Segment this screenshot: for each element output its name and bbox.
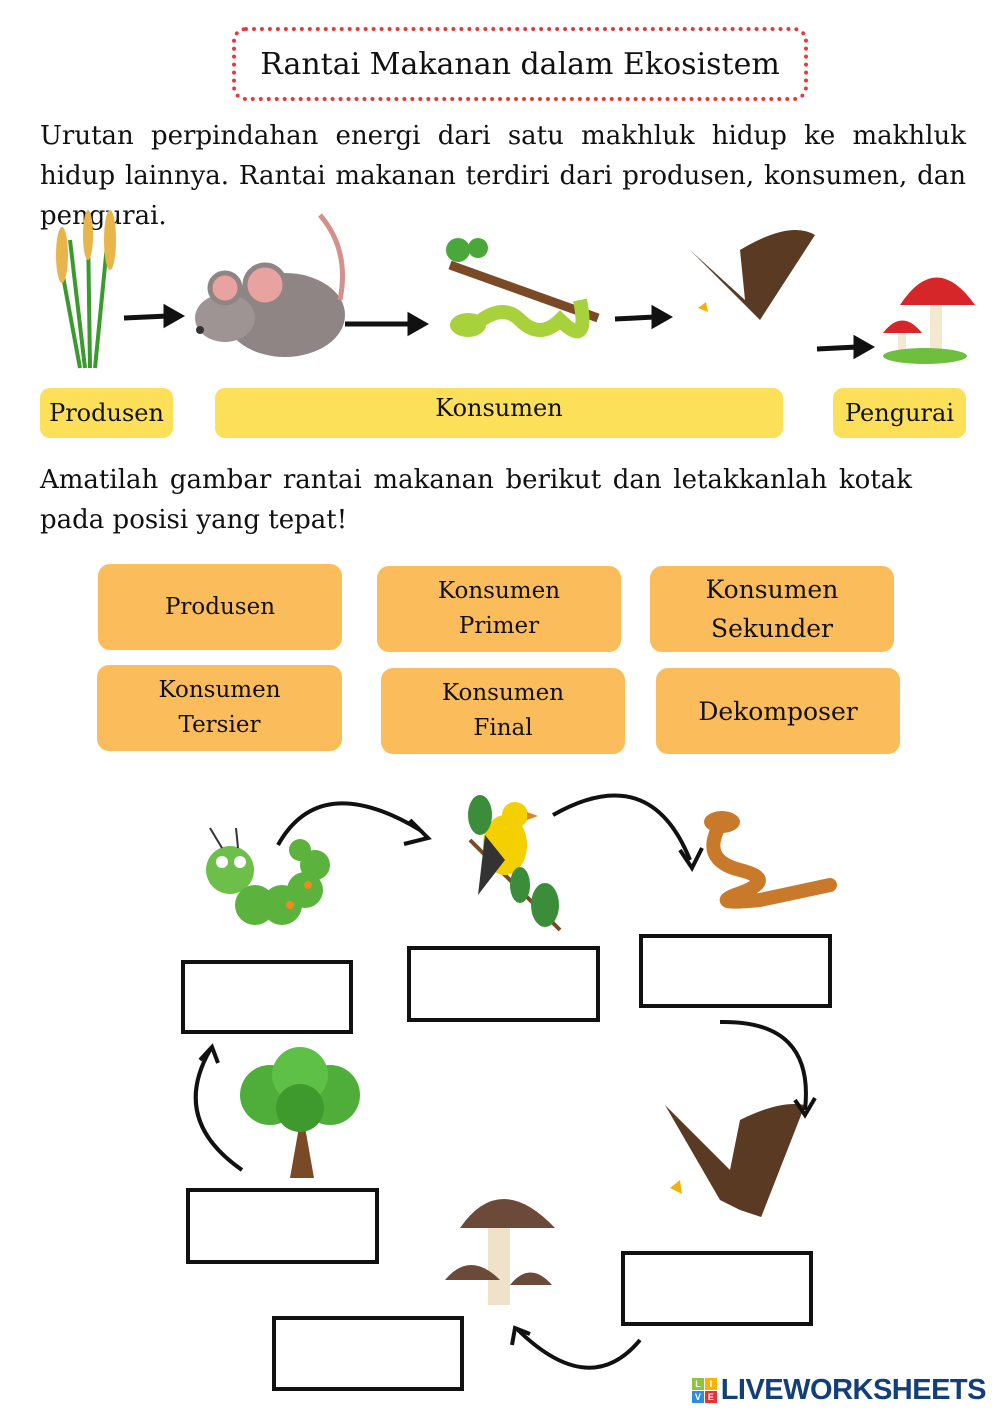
- example-chain-illustrations: [56, 210, 975, 369]
- card-dekomposer[interactable]: Dekomposer: [656, 668, 900, 754]
- card-label: Tersier: [178, 712, 261, 738]
- card-label: Final: [473, 715, 533, 741]
- intro-paragraph: Urutan perpindahan energi dari satu makh…: [40, 121, 966, 231]
- snake-icon: [704, 811, 837, 909]
- card-produsen[interactable]: Produsen: [98, 564, 342, 650]
- eagle-icon: [665, 1104, 805, 1230]
- card-label: Konsumen: [705, 575, 839, 604]
- yellow-bird-icon: [468, 795, 562, 932]
- label-produsen: Produsen: [40, 388, 173, 438]
- eagle-icon: [690, 230, 815, 345]
- logo-letter: L: [691, 1378, 704, 1390]
- card-label: Konsumen: [441, 680, 565, 706]
- curved-arrow-icon: [193, 793, 817, 1370]
- label-pengurai: Pengurai: [833, 388, 966, 438]
- drop-box-mushroom[interactable]: [272, 1316, 464, 1391]
- mouse-icon: [195, 213, 345, 357]
- logo-letter: I: [704, 1378, 717, 1390]
- logo-letter: E: [704, 1391, 717, 1403]
- logo-text: LIVEWORKSHEETS: [720, 1374, 987, 1406]
- drop-box-eagle[interactable]: [621, 1251, 813, 1326]
- liveworksheets-logo: L I V E LIVEWORKSHEETS: [691, 1374, 987, 1407]
- drop-box-caterpillar[interactable]: [181, 960, 353, 1034]
- snake-on-branch-icon: [446, 238, 600, 339]
- card-label: Konsumen: [158, 677, 281, 703]
- page-title: Rantai Makanan dalam Ekosistem: [232, 27, 808, 101]
- instruction-text: Amatilah gambar rantai makanan berikut d…: [40, 465, 912, 535]
- tree-icon: [240, 1047, 360, 1178]
- card-label: Sekunder: [710, 614, 833, 643]
- label-konsumen: Konsumen: [215, 388, 783, 438]
- mushroom-icon: [883, 277, 975, 364]
- card-label: Produsen: [164, 593, 276, 620]
- logo-letter: V: [691, 1391, 704, 1403]
- drop-box-tree[interactable]: [186, 1188, 379, 1264]
- rice-plant-icon: [56, 210, 116, 369]
- mushroom-icon: [445, 1199, 555, 1305]
- arrow-icon: [123, 303, 876, 360]
- card-label: Primer: [458, 613, 540, 639]
- caterpillar-icon: [206, 827, 330, 925]
- drop-box-snake[interactable]: [639, 934, 832, 1008]
- card-label: Dekomposer: [698, 696, 858, 726]
- logo-mark-icon: L I V E: [691, 1378, 717, 1403]
- card-label: Konsumen: [437, 578, 561, 604]
- drop-box-bird[interactable]: [407, 946, 600, 1022]
